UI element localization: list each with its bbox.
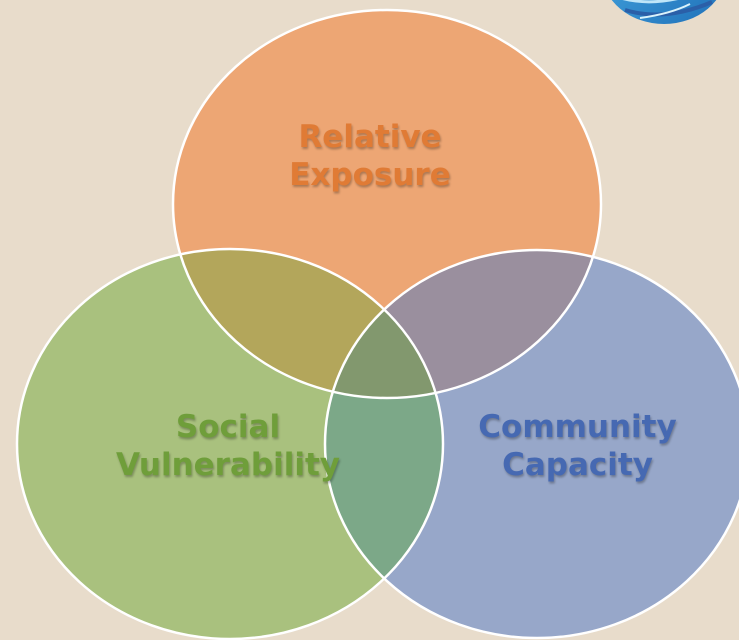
label-relative-exposure: Relative Exposure [260, 118, 480, 194]
label-community-capacity-line2: Capacity [502, 447, 653, 483]
label-community-capacity: Community Capacity [455, 408, 700, 484]
label-relative-exposure-line2: Exposure [289, 157, 451, 193]
label-social-vulnerability: Social Vulnerability [98, 408, 358, 484]
label-social-vulnerability-line1: Social [175, 409, 281, 445]
label-community-capacity-line1: Community [478, 409, 677, 445]
circle-outlines [15, 8, 739, 640]
globe-logo-icon [611, 0, 717, 24]
overlap-exposure-social [173, 249, 443, 398]
overlap-exposure-capacity [325, 250, 601, 398]
label-social-vulnerability-line2: Vulnerability [116, 447, 340, 483]
label-relative-exposure-line1: Relative [298, 119, 442, 155]
